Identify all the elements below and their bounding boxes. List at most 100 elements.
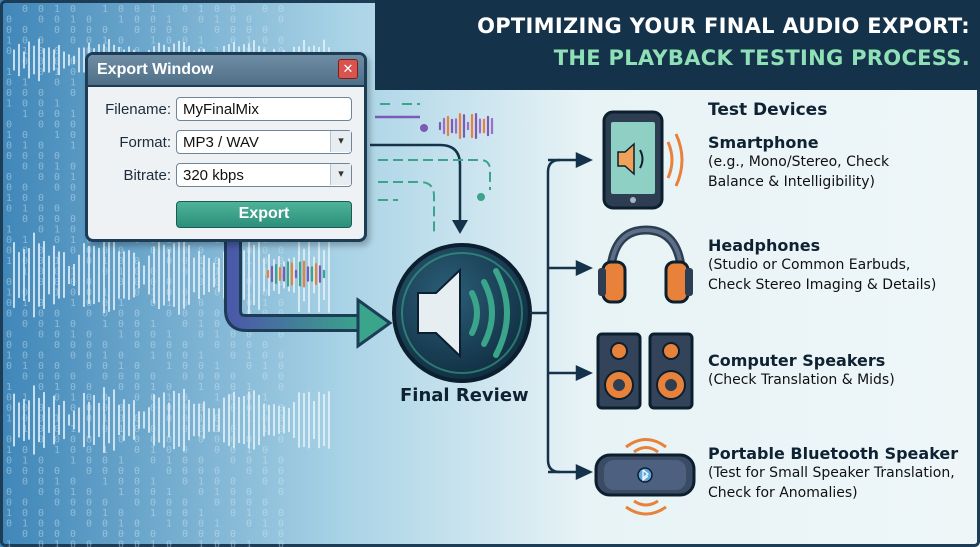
device-computer-speakers: Computer Speakers (Check Translation & M… bbox=[708, 351, 895, 390]
svg-text:1: 1 bbox=[150, 477, 156, 488]
svg-text:0: 0 bbox=[214, 466, 220, 477]
svg-text:0: 0 bbox=[278, 372, 284, 383]
svg-text:1: 1 bbox=[6, 130, 12, 141]
svg-text:1: 1 bbox=[118, 46, 124, 57]
svg-text:0: 0 bbox=[70, 193, 76, 204]
svg-text:0: 0 bbox=[38, 151, 44, 162]
svg-text:0: 0 bbox=[6, 25, 12, 36]
svg-text:1: 1 bbox=[166, 15, 172, 26]
svg-text:0: 0 bbox=[38, 88, 44, 99]
svg-text:0: 0 bbox=[214, 340, 220, 351]
svg-text:1: 1 bbox=[246, 351, 252, 362]
svg-text:0: 0 bbox=[262, 256, 268, 267]
svg-text:0: 0 bbox=[118, 540, 124, 547]
svg-text:0: 0 bbox=[198, 330, 204, 341]
svg-text:1: 1 bbox=[6, 508, 12, 519]
svg-text:1: 1 bbox=[54, 67, 60, 78]
svg-text:0: 0 bbox=[278, 456, 284, 467]
svg-text:1: 1 bbox=[70, 424, 76, 435]
svg-text:0: 0 bbox=[214, 277, 220, 288]
svg-text:1: 1 bbox=[54, 477, 60, 488]
svg-text:0: 0 bbox=[118, 414, 124, 425]
svg-text:1: 1 bbox=[22, 519, 28, 530]
svg-text:1: 1 bbox=[150, 508, 156, 519]
svg-text:0: 0 bbox=[134, 15, 140, 26]
svg-text:0: 0 bbox=[198, 15, 204, 26]
svg-text:0: 0 bbox=[198, 309, 204, 320]
svg-text:1: 1 bbox=[118, 487, 124, 498]
export-button[interactable]: Export bbox=[176, 201, 352, 228]
svg-text:1: 1 bbox=[22, 361, 28, 372]
svg-text:0: 0 bbox=[38, 540, 44, 547]
svg-text:1: 1 bbox=[70, 456, 76, 467]
svg-text:0: 0 bbox=[22, 498, 28, 509]
svg-text:0: 0 bbox=[22, 477, 28, 488]
svg-text:1: 1 bbox=[6, 256, 12, 267]
svg-text:0: 0 bbox=[38, 403, 44, 414]
svg-text:0: 0 bbox=[134, 435, 140, 446]
svg-text:0: 0 bbox=[86, 277, 92, 288]
svg-text:0: 0 bbox=[86, 361, 92, 372]
svg-text:1: 1 bbox=[198, 36, 204, 47]
device-bluetooth-speaker: Portable Bluetooth Speaker (Test for Sma… bbox=[708, 444, 958, 503]
svg-text:0: 0 bbox=[182, 498, 188, 509]
chevron-down-icon[interactable]: ▾ bbox=[330, 164, 351, 185]
chevron-down-icon[interactable]: ▾ bbox=[330, 131, 351, 152]
svg-text:0: 0 bbox=[86, 466, 92, 477]
svg-text:0: 0 bbox=[150, 529, 156, 540]
svg-text:0: 0 bbox=[22, 351, 28, 362]
svg-text:1: 1 bbox=[6, 36, 12, 47]
svg-text:0: 0 bbox=[278, 330, 284, 341]
filename-label: Filename: bbox=[105, 101, 171, 118]
svg-text:1: 1 bbox=[6, 540, 12, 547]
svg-text:1: 1 bbox=[6, 67, 12, 78]
svg-text:0: 0 bbox=[38, 487, 44, 498]
svg-text:1: 1 bbox=[150, 382, 156, 393]
svg-text:0: 0 bbox=[134, 267, 140, 278]
svg-text:0: 0 bbox=[102, 309, 108, 320]
export-flow-arrow bbox=[224, 240, 393, 349]
svg-text:0: 0 bbox=[278, 36, 284, 47]
bitrate-select[interactable]: 320 kbps ▾ bbox=[176, 163, 352, 187]
svg-text:0: 0 bbox=[278, 414, 284, 425]
svg-text:0: 0 bbox=[118, 319, 124, 330]
svg-text:0: 0 bbox=[134, 277, 140, 288]
svg-text:0: 0 bbox=[54, 46, 60, 57]
svg-text:0: 0 bbox=[38, 57, 44, 68]
svg-text:0: 0 bbox=[38, 477, 44, 488]
svg-text:0: 0 bbox=[70, 4, 76, 15]
svg-text:0: 0 bbox=[86, 508, 92, 519]
svg-text:0: 0 bbox=[150, 487, 156, 498]
svg-text:1: 1 bbox=[6, 351, 12, 362]
svg-text:0: 0 bbox=[246, 25, 252, 36]
svg-text:0: 0 bbox=[214, 309, 220, 320]
format-select[interactable]: MP3 / WAV ▾ bbox=[176, 130, 352, 154]
svg-text:1: 1 bbox=[6, 288, 12, 299]
svg-text:1: 1 bbox=[150, 36, 156, 47]
svg-text:0: 0 bbox=[6, 330, 12, 341]
svg-text:0: 0 bbox=[38, 298, 44, 309]
svg-text:0: 0 bbox=[22, 529, 28, 540]
svg-text:0: 0 bbox=[38, 529, 44, 540]
close-icon[interactable]: ✕ bbox=[338, 59, 358, 79]
svg-text:1: 1 bbox=[118, 298, 124, 309]
svg-text:0: 0 bbox=[38, 4, 44, 15]
svg-text:0: 0 bbox=[22, 403, 28, 414]
svg-text:0: 0 bbox=[22, 414, 28, 425]
svg-text:0: 0 bbox=[118, 351, 124, 362]
svg-text:0: 0 bbox=[230, 477, 236, 488]
svg-text:0: 0 bbox=[166, 508, 172, 519]
svg-text:1: 1 bbox=[22, 141, 28, 152]
svg-text:0: 0 bbox=[278, 361, 284, 372]
svg-text:0: 0 bbox=[198, 487, 204, 498]
svg-text:0: 0 bbox=[54, 393, 60, 404]
svg-text:0: 0 bbox=[22, 340, 28, 351]
svg-text:1: 1 bbox=[54, 256, 60, 267]
svg-text:0: 0 bbox=[246, 403, 252, 414]
filename-field[interactable]: MyFinalMix bbox=[176, 97, 352, 121]
svg-text:0: 0 bbox=[262, 351, 268, 362]
svg-text:0: 0 bbox=[70, 477, 76, 488]
svg-text:0: 0 bbox=[70, 445, 76, 456]
svg-text:0: 0 bbox=[230, 424, 236, 435]
svg-text:0: 0 bbox=[6, 46, 12, 57]
